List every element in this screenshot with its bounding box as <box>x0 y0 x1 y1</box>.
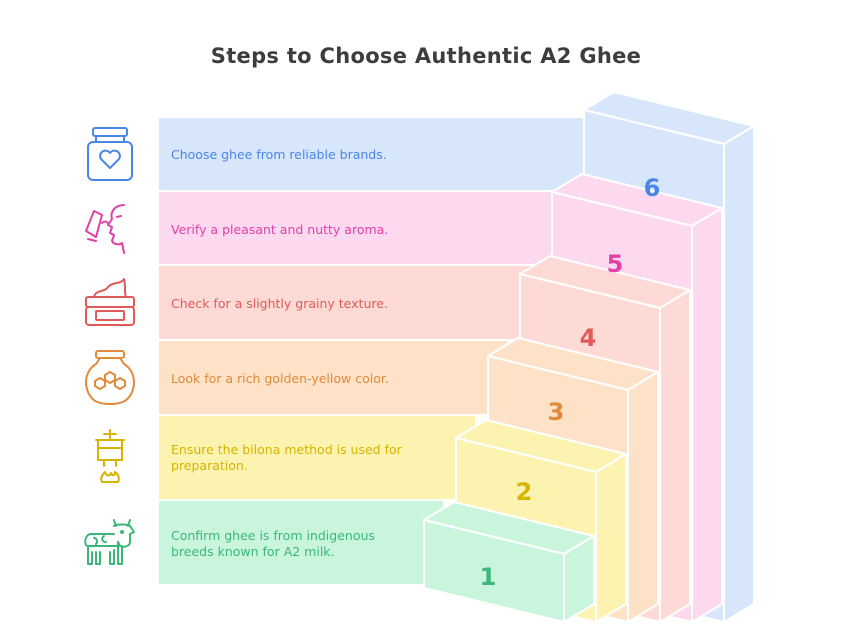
cream-jar-icon <box>85 278 135 326</box>
step-1-number: 1 <box>480 563 497 591</box>
step-4-number: 4 <box>580 324 597 352</box>
step-6-label: Choose ghee from reliable brands. <box>171 147 387 162</box>
step-2-label: Ensure the bilona method is used for pre… <box>171 442 402 473</box>
step-5-label: Verify a pleasant and nutty aroma. <box>171 222 389 237</box>
step-6-side <box>723 125 755 623</box>
step-2-number: 2 <box>516 478 533 506</box>
step-4-side <box>659 289 691 623</box>
step-5-number: 5 <box>607 250 624 278</box>
smell-face-icon <box>85 204 125 254</box>
heart-jar-icon <box>87 127 133 181</box>
step-1-side <box>563 535 595 623</box>
churning-pot-icon <box>95 429 125 483</box>
step-4-label: Check for a slightly grainy texture. <box>171 296 388 311</box>
step-6-number: 6 <box>644 174 661 202</box>
step-1-label: Confirm ghee is from indigenous breeds k… <box>171 528 375 559</box>
step-3-label: Look for a rich golden-yellow color. <box>171 371 389 386</box>
honeycomb-jar-icon <box>85 350 135 405</box>
step-3-side <box>627 371 659 623</box>
cow-icon <box>84 519 135 565</box>
diagram-title: Steps to Choose Authentic A2 Ghee <box>210 44 642 68</box>
step-2-side <box>595 453 627 623</box>
step-5-side <box>691 207 723 623</box>
step-3-number: 3 <box>548 398 565 426</box>
